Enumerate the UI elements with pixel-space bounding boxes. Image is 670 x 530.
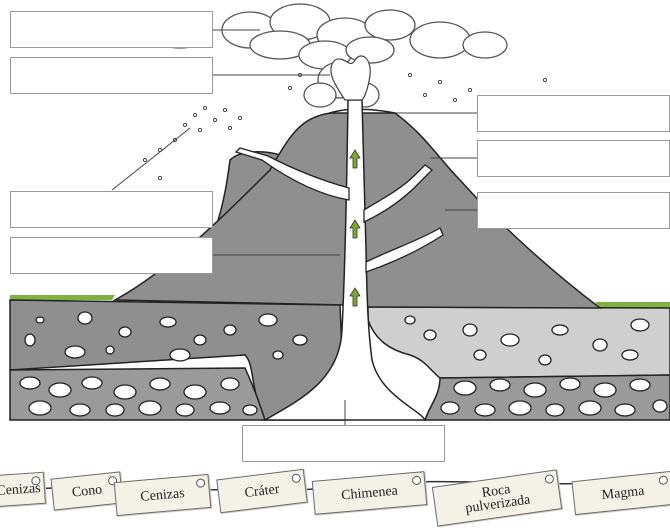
answer-box-2[interactable] [10, 57, 213, 94]
word-tag-label: Cenizas [134, 486, 191, 504]
answer-box-5[interactable] [477, 192, 670, 229]
answer-box-4[interactable] [477, 140, 670, 177]
answer-box-7[interactable] [10, 237, 213, 274]
tag-hole-icon [544, 474, 554, 484]
answer-box-6[interactable] [10, 191, 213, 228]
answer-box-8[interactable] [242, 425, 445, 462]
grass-left [10, 295, 115, 300]
answer-box-1[interactable] [10, 11, 213, 48]
tag-hole-icon [658, 475, 668, 485]
word-tag-label: Cráter [238, 482, 286, 501]
answer-box-3[interactable] [477, 95, 670, 132]
tag-hole-icon [196, 478, 206, 488]
tag-hole-icon [291, 473, 301, 483]
word-tag-label: Cono [65, 482, 108, 499]
word-tag-label: Cenizas [0, 481, 47, 498]
tag-hole-icon [412, 475, 422, 485]
word-tag-label: Roca pulverizada [445, 478, 550, 518]
word-tag-label: Chimenea [335, 484, 405, 503]
word-tag-label: Magma [595, 484, 651, 503]
